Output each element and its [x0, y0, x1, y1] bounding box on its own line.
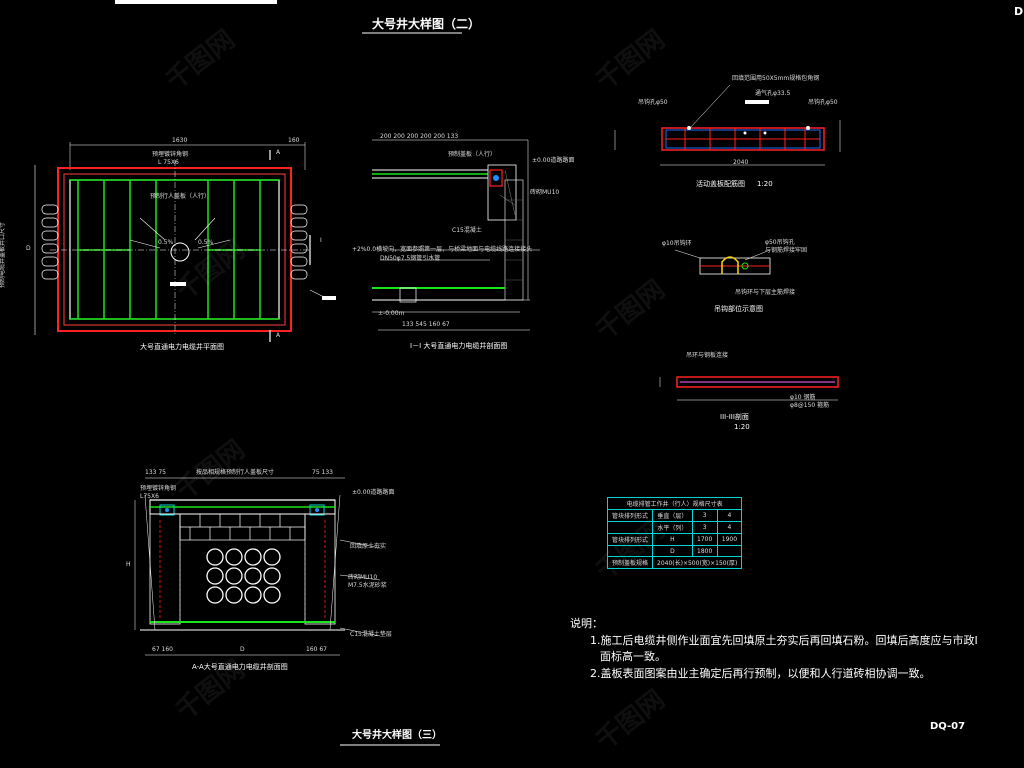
s1-elev-bottom: ±-0.00m [378, 310, 405, 317]
notes-heading: 说明： [570, 617, 603, 630]
corner-mark: D [1014, 5, 1024, 18]
s1-note-2: DN50φ7.5钢管引水管 [380, 255, 441, 262]
plan-dim-top-right: 160 [288, 137, 300, 144]
plan-caption: 大号直通电力电缆井平面图 [140, 343, 224, 351]
hook-right-label-2: 与钢筋焊接牢固 [765, 247, 808, 254]
plan-dim-top-left: 1630 [172, 137, 188, 144]
notes-line-1: 1.施工后电缆井侧作业面宜先回填原土夯实后再回填石粉。回填后高度应与市政I [590, 633, 978, 647]
lid-detail-view [614, 84, 841, 166]
plan-mark-i: I [320, 237, 322, 244]
plan-slope-left: 0.5% [158, 239, 174, 246]
s3-right-2: φ8@150 箍筋 [790, 402, 830, 409]
lid-width: 2040 [733, 159, 749, 166]
section-3-caption: III-III剖面 [720, 413, 749, 421]
section-a-caption: A-A大号直通电力电缆井剖面图 [192, 663, 288, 671]
plan-left-dim: 预制电缆井盖板井口尺寸 [0, 221, 7, 289]
plan-lid-label: 预制行人盖板（人行） [150, 193, 211, 200]
sa-brick: 砖砌MU10 [348, 574, 378, 581]
lid-hook-right: 吊钩孔φ50 [808, 99, 838, 106]
lid-hook-left: 吊钩孔φ50 [638, 99, 668, 106]
sa-angle: 预埋镀锌角钢 [140, 485, 177, 492]
lid-top-note: 回填范围用50X5mm规格包角钢 [732, 75, 820, 82]
s1-wall: 砖砌MU10 [530, 189, 560, 196]
plan-slope-right: 0.5% [198, 239, 214, 246]
section-3-scale: 1:20 [734, 423, 750, 431]
sa-dims-top: 133 75 [145, 469, 166, 476]
sa-mortar: M7.5水泥砂浆 [348, 582, 387, 589]
section-1-view [372, 139, 540, 331]
bottom-title: 大号井大样图（三） [352, 730, 442, 741]
section-a-view [134, 477, 381, 656]
plan-view [34, 142, 336, 342]
hook-right-label: φ50吊钩孔 [765, 239, 795, 246]
top-title: 大号井大样图（二） [372, 17, 481, 31]
sa-c15: C15混凝土垫层 [350, 631, 392, 638]
s3-top: 吊环与钢板连接 [686, 352, 729, 359]
s1-lid: 预制盖板（人行） [448, 151, 497, 158]
section-3-view [659, 376, 839, 401]
s1-c15: C15混凝土 [452, 227, 482, 234]
s1-elev: ±0.00道路路面 [532, 157, 575, 164]
notes-line-2: 2.盖板表面图案由业主确定后再行预制，以便和人行道砖相协调一致。 [590, 666, 931, 680]
hook-caption: 吊钩部位示意图 [714, 305, 763, 313]
sa-soil: 回填原土夯实 [350, 543, 387, 550]
sa-dims-bottom-right: 160 67 [306, 646, 327, 653]
sa-dim-d: D [240, 646, 245, 653]
hook-left-label: φ10吊钩环 [662, 240, 692, 247]
s3-right-1: φ10 钢筋 [790, 394, 816, 401]
table-title: 电缆排管工作井（行人）规格尺寸表 [606, 497, 743, 510]
sa-h: H [126, 561, 131, 568]
section-1-caption: I－I 大号直通电力电缆井剖面图 [410, 342, 508, 350]
s1-dims-bottom: 133 545 160 67 [402, 321, 450, 328]
s1-note-1: +2%0.0横坡向，宽面参照第一层，与桥梁地面与电缆线路连接接头 [352, 246, 533, 253]
top-bar [115, 0, 277, 4]
notes-line-1b: 面标高一致。 [600, 650, 666, 663]
sa-elev: ±0.00道路路面 [352, 489, 395, 496]
plan-angle-steel: 预埋镀锌角钢 [152, 151, 189, 158]
sa-dims-top-right: 75 133 [312, 469, 333, 476]
plan-d-label: D [26, 245, 31, 252]
plan-angle-spec: L 75X6 [158, 159, 179, 166]
hook-detail-view [674, 249, 771, 275]
plan-mark-a-top: A [276, 149, 281, 156]
lid-caption: 活动盖板配筋图 [696, 180, 745, 188]
hook-bottom-label: 吊钩环与下层主筋焊接 [735, 289, 796, 296]
drawing-number: DQ-07 [930, 721, 966, 732]
sa-dims-bottom-left: 67 160 [152, 646, 173, 653]
sa-angle-spec: L75X6 [140, 493, 159, 500]
s1-dims-top: 200 200 200 200 200 133 [380, 133, 459, 140]
lid-hole: 通气孔φ33.5 [755, 90, 791, 97]
lid-scale: 1:20 [757, 180, 773, 188]
plan-mark-a-bottom: A [276, 332, 281, 339]
sa-lid-note: 按品相规格预制行人盖板尺寸 [196, 469, 275, 476]
notes: 说明： 1.施工后电缆井侧作业面宜先回填原土夯实后再回填石粉。回填后高度应与市政… [570, 616, 1024, 682]
